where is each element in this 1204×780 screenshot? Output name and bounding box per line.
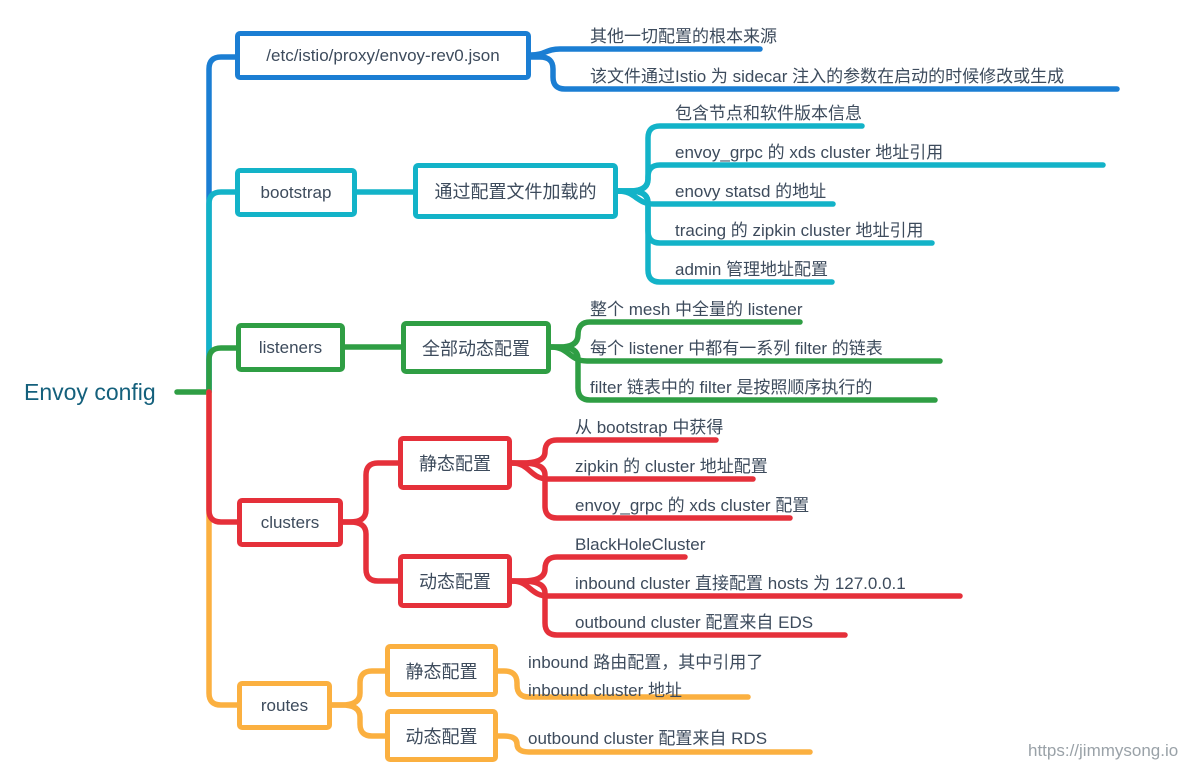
topic-clusters-static-config[interactable]: 静态配置 [398,436,512,490]
connector-clusters-fork-down [340,519,401,584]
leaf-topic[interactable]: outbound cluster 配置来自 EDS [575,613,814,632]
connector-green-leaf-3 [548,344,938,403]
connector-green-spine [174,345,239,395]
connector-blue-spine [206,54,238,395]
connector-clusters-fork-up [340,460,401,525]
connector-routes-fork-down [329,702,388,739]
leaf-topic[interactable]: 该文件通过Istio 为 sidecar 注入的参数在启动的时候修改或生成 [590,67,1065,86]
leaf-topic[interactable]: enovy statsd 的地址 [675,182,827,201]
leaf-topic[interactable]: outbound cluster 配置来自 RDS [528,729,768,748]
connector-yellow-spine [206,389,240,708]
connector-cyan-leaf-5 [615,188,835,285]
leaf-topic[interactable]: envoy_grpc 的 xds cluster 配置 [575,496,810,515]
connector-yellow-dynamic-leaf [495,733,813,755]
leaf-topic[interactable]: filter 链表中的 filter 是按照顺序执行的 [590,378,873,397]
leaf-topic[interactable]: envoy_grpc 的 xds cluster 地址引用 [675,143,944,162]
leaf-topic[interactable]: 包含节点和软件版本信息 [675,104,862,123]
leaf-topic[interactable]: 整个 mesh 中全量的 listener [590,300,803,319]
topic-routes[interactable]: routes [237,681,332,730]
leaf-topic-line: inbound cluster 地址 [528,681,683,700]
watermark-url: https://jimmysong.io [1028,741,1179,760]
connector-red-dynamic-leaf-3 [509,578,848,638]
leaf-topic[interactable]: admin 管理地址配置 [675,260,829,279]
topic-envoy-json-file[interactable]: /etc/istio/proxy/envoy-rev0.json [235,31,531,80]
leaf-topic[interactable]: 从 bootstrap 中获得 [575,418,724,437]
leaf-topic-line: inbound 路由配置，其中引用了 [528,653,764,672]
connector-blue-leaf-2 [528,54,1120,92]
connector-yellow-static-leaf [495,668,751,700]
connector-red-static-leaf-3 [509,460,793,521]
connector-routes-fork-up [329,668,388,708]
topic-bootstrap-loaded-from-config[interactable]: 通过配置文件加载的 [413,163,618,219]
leaf-topic[interactable]: inbound cluster 直接配置 hosts 为 127.0.0.1 [575,574,906,593]
topic-routes-dynamic-config[interactable]: 动态配置 [385,709,498,762]
topic-routes-static-config[interactable]: 静态配置 [385,644,498,697]
topic-listeners[interactable]: listeners [236,323,345,372]
topic-bootstrap[interactable]: bootstrap [235,168,357,217]
connector-cyan-spine [206,189,238,395]
topic-clusters-dynamic-config[interactable]: 动态配置 [398,554,512,608]
topic-all-dynamic-config[interactable]: 全部动态配置 [401,321,551,374]
connector-blue-leaf-1 [528,46,763,58]
leaf-topic[interactable]: zipkin 的 cluster 地址配置 [575,457,768,476]
connector-red-spine [206,389,240,525]
leaf-topic[interactable]: inbound 路由配置，其中引用了 inbound cluster 地址 [528,649,763,705]
leaf-topic[interactable]: 每个 listener 中都有一系列 filter 的链表 [590,339,883,358]
leaf-topic[interactable]: BlackHoleCluster [575,535,706,554]
leaf-topic[interactable]: tracing 的 zipkin cluster 地址引用 [675,221,924,240]
topic-clusters[interactable]: clusters [237,498,343,547]
root-topic[interactable]: Envoy config [24,379,156,405]
leaf-topic[interactable]: 其他一切配置的根本来源 [590,27,777,46]
